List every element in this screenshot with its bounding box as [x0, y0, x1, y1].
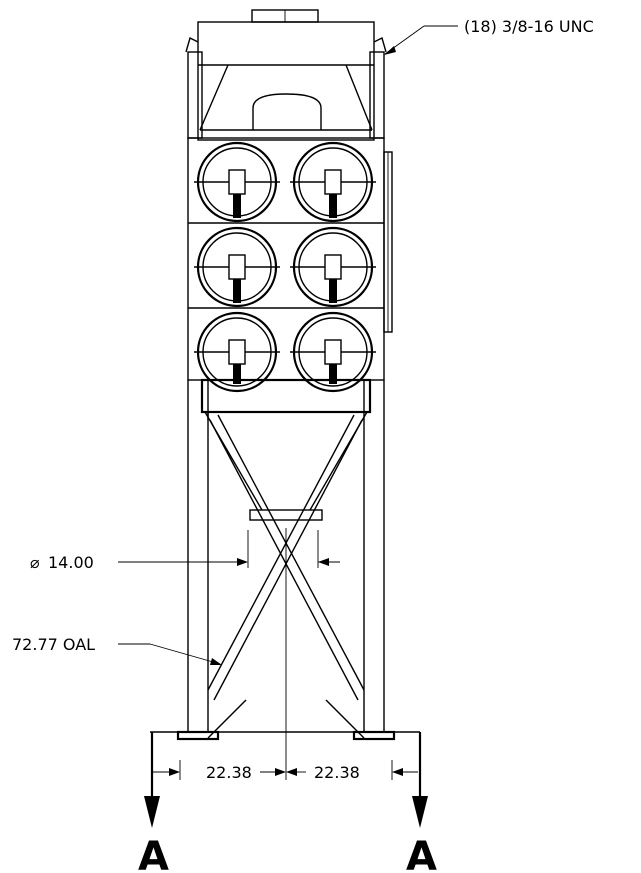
section-label-left: A: [138, 834, 169, 873]
filter-cartridge: [194, 311, 280, 393]
filter-cartridge: [290, 311, 376, 393]
section-line: A A: [138, 731, 437, 873]
filter-cartridge: [290, 226, 376, 308]
diameter-dimension: 14.00: [48, 553, 94, 572]
cabinet-body: [187, 137, 393, 381]
filter-cartridge: [290, 141, 376, 223]
section-arrow-right: [412, 796, 428, 828]
filter-cartridges: [194, 141, 376, 393]
hopper: [200, 378, 372, 521]
filter-cartridge: [194, 141, 280, 223]
section-arrow-left: [144, 796, 160, 828]
dimensions: (18) 3/8-16 UNC ⌀ 14.00 72.77 OAL 22.38 …: [12, 17, 594, 782]
filter-cartridge: [194, 226, 280, 308]
section-label-right: A: [406, 834, 437, 873]
right-offset-dimension: 22.38: [314, 763, 360, 782]
left-offset-dimension: 22.38: [206, 763, 252, 782]
hardware-callout: (18) 3/8-16 UNC: [464, 17, 594, 36]
overall-length-callout: 72.77 OAL: [12, 635, 95, 654]
diameter-symbol: ⌀: [30, 553, 40, 572]
top-hood: [185, 9, 387, 141]
